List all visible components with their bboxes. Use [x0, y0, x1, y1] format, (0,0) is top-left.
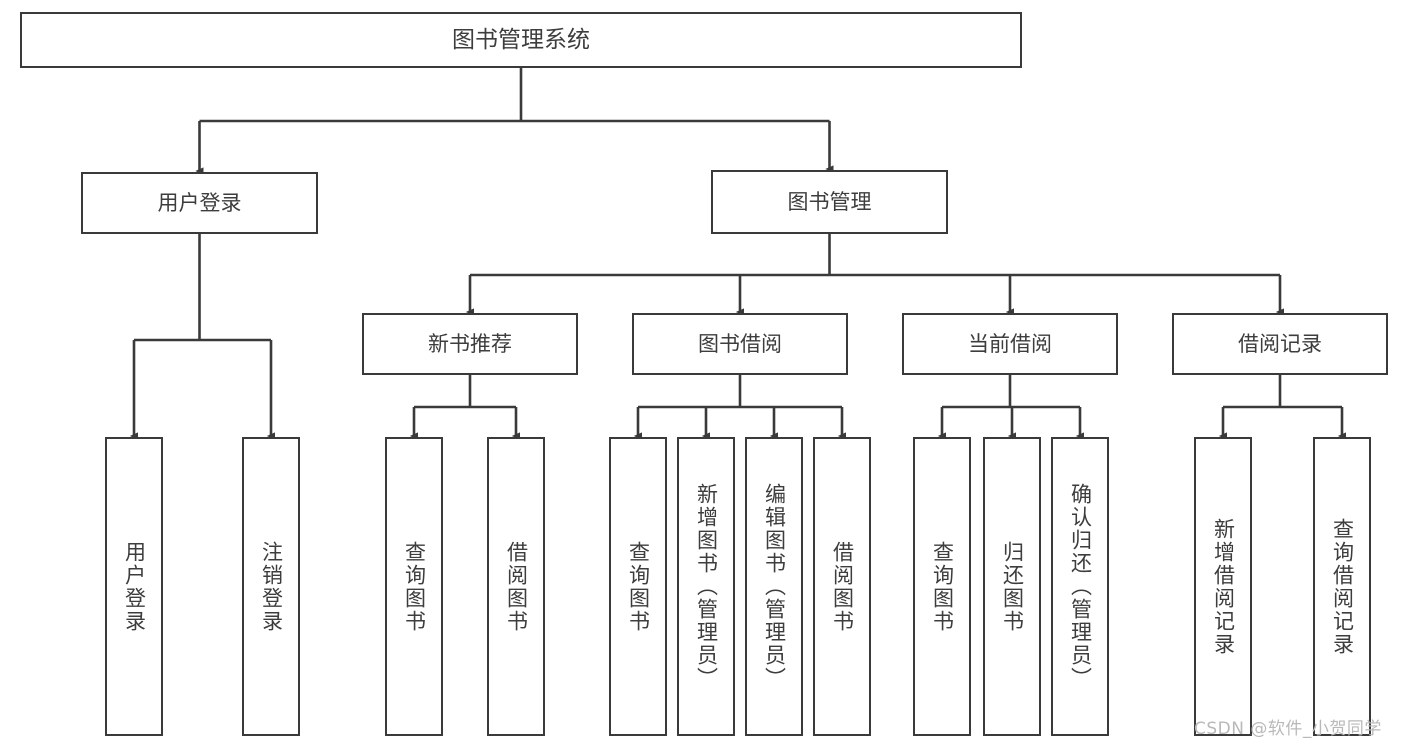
node-label: 用户登录 [157, 190, 242, 215]
node-label: 新增借阅记录 [1211, 517, 1236, 656]
node-label: 查询图书 [402, 540, 427, 633]
node-leaf-borrow-edit[interactable]: 编辑图书（管理员） [745, 437, 803, 736]
node-leaf-cur-query[interactable]: 查询图书 [913, 437, 971, 736]
node-label: 图书管理 [787, 189, 872, 214]
csdn-watermark: CSDN @软件_小贺同学 [1194, 719, 1382, 739]
node-borrow-record[interactable]: 借阅记录 [1172, 313, 1388, 375]
node-label: 当前借阅 [968, 331, 1052, 356]
node-leaf-user-logout[interactable]: 注销登录 [242, 437, 300, 736]
node-label: 借阅图书 [830, 540, 855, 633]
node-book-borrow[interactable]: 图书借阅 [632, 313, 848, 375]
node-label: 新增图书（管理员） [694, 483, 719, 690]
node-label: 图书借阅 [698, 331, 782, 356]
node-label: 查询图书 [626, 540, 651, 633]
node-leaf-cur-return[interactable]: 归还图书 [983, 437, 1041, 736]
node-leaf-rec-search[interactable]: 查询借阅记录 [1313, 437, 1371, 736]
node-leaf-borrow-query[interactable]: 查询图书 [609, 437, 667, 736]
node-book-manage[interactable]: 图书管理 [711, 170, 948, 234]
node-label: 新书推荐 [428, 331, 512, 356]
node-label: 查询图书 [930, 540, 955, 633]
node-new-book-rec[interactable]: 新书推荐 [362, 313, 578, 375]
node-label: 借阅记录 [1238, 331, 1322, 356]
node-current-borrow[interactable]: 当前借阅 [902, 313, 1118, 375]
node-root[interactable]: 图书管理系统 [20, 12, 1022, 68]
node-leaf-rec-add[interactable]: 新增借阅记录 [1194, 437, 1252, 736]
node-label: 图书管理系统 [452, 26, 590, 53]
node-label: 注销登录 [259, 540, 284, 633]
node-leaf-cur-confirm[interactable]: 确认归还（管理员） [1051, 437, 1109, 736]
node-leaf-rec-borrow[interactable]: 借阅图书 [487, 437, 545, 736]
node-label: 借阅图书 [504, 540, 529, 633]
node-user-login[interactable]: 用户登录 [81, 172, 318, 234]
node-label: 用户登录 [122, 540, 147, 633]
node-leaf-user-login[interactable]: 用户登录 [105, 437, 163, 736]
node-leaf-borrow-add[interactable]: 新增图书（管理员） [677, 437, 735, 736]
node-label: 确认归还（管理员） [1068, 483, 1093, 690]
node-leaf-borrow-lend[interactable]: 借阅图书 [813, 437, 871, 736]
node-label: 归还图书 [1000, 540, 1025, 633]
node-label: 查询借阅记录 [1330, 517, 1355, 656]
node-label: 编辑图书（管理员） [762, 483, 787, 690]
node-leaf-rec-query[interactable]: 查询图书 [385, 437, 443, 736]
